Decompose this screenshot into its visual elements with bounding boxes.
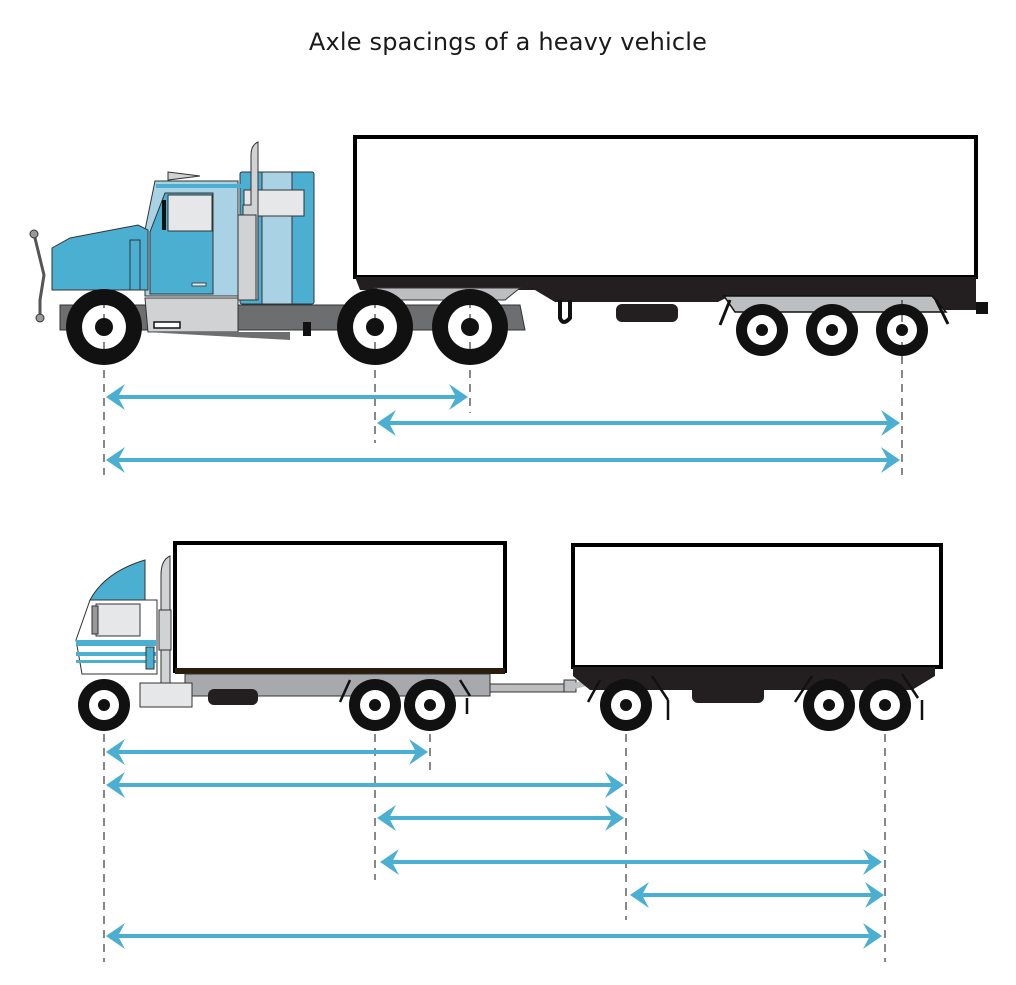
cowl-vent xyxy=(129,239,141,291)
cab-stripe-1 xyxy=(76,640,156,646)
semi-trailer-vehicle xyxy=(29,135,988,365)
landing-leg xyxy=(558,300,572,324)
arrow-head-left xyxy=(106,772,125,798)
arrow-head-left xyxy=(630,882,649,908)
exhaust-muffler xyxy=(237,214,257,301)
trailer-axle-wheel-1 xyxy=(736,304,788,356)
truck-body-floor xyxy=(175,668,505,674)
arrow-head-left xyxy=(377,410,396,436)
arrow-head-left xyxy=(106,384,125,410)
mirror xyxy=(91,605,99,635)
arrow-head-left xyxy=(106,739,125,765)
cab-roof-fairing xyxy=(89,559,146,601)
door-handle xyxy=(191,282,207,287)
bull-bar xyxy=(32,233,46,318)
arrow-head-left xyxy=(377,805,396,831)
arrow-head-left xyxy=(380,849,399,875)
spacing-arrow xyxy=(106,923,882,949)
hood xyxy=(51,224,149,291)
dog-trailer-box xyxy=(571,543,943,669)
spacing-arrow xyxy=(106,384,468,410)
axle-guide-lines-top xyxy=(103,300,903,475)
mirror xyxy=(162,200,166,230)
spacing-arrow xyxy=(377,410,900,436)
fuel-tank xyxy=(616,304,678,322)
arrow-head-right xyxy=(605,805,624,831)
rear-bumper xyxy=(976,302,988,314)
axle-guide-lines-bottom xyxy=(103,720,886,962)
roof-horn xyxy=(167,171,201,181)
spacing-arrow xyxy=(106,739,428,765)
spacing-arrow xyxy=(377,805,624,831)
arrow-head-left xyxy=(106,923,125,949)
semitrailer-box xyxy=(353,135,978,279)
battery-box xyxy=(139,682,193,708)
arrow-head-right xyxy=(409,739,428,765)
spacing-arrow xyxy=(106,447,900,473)
mudflap-bracket xyxy=(718,299,732,326)
cab-stripe-3 xyxy=(76,660,156,663)
arrow-head-right xyxy=(863,923,882,949)
trailer-axle-wheel-2 xyxy=(806,304,858,356)
arrow-head-right xyxy=(863,849,882,875)
spacing-arrow xyxy=(630,882,884,908)
arrow-head-right xyxy=(881,447,900,473)
arrow-head-right xyxy=(865,882,884,908)
cab-window-cof xyxy=(95,603,141,637)
diagram-title: Axle spacings of a heavy vehicle xyxy=(308,28,708,56)
drawbar xyxy=(489,683,569,693)
mudflap-bracket xyxy=(934,299,950,325)
arrow-head-right xyxy=(881,410,900,436)
spacing-arrows xyxy=(106,384,900,949)
spacing-arrow xyxy=(106,772,624,798)
truck-body xyxy=(173,541,507,673)
semitrailer-underframe xyxy=(355,277,976,310)
truck-fuel-tank xyxy=(208,689,258,705)
dog-fuel-tank xyxy=(692,683,764,703)
arrow-head-left xyxy=(106,447,125,473)
arrow-head-right xyxy=(605,772,624,798)
drawbar-coupling xyxy=(563,679,577,693)
cab-side-light xyxy=(145,646,155,670)
spacing-arrow xyxy=(380,849,882,875)
mudguard xyxy=(145,332,290,340)
arrow-head-right xyxy=(449,384,468,410)
cab-stripe-2 xyxy=(76,652,156,656)
truck-and-dog-vehicle xyxy=(75,541,943,731)
cab-window xyxy=(167,194,213,232)
dog-rear-wheel-1 xyxy=(803,679,855,731)
step-box xyxy=(303,322,311,336)
step xyxy=(153,321,181,329)
